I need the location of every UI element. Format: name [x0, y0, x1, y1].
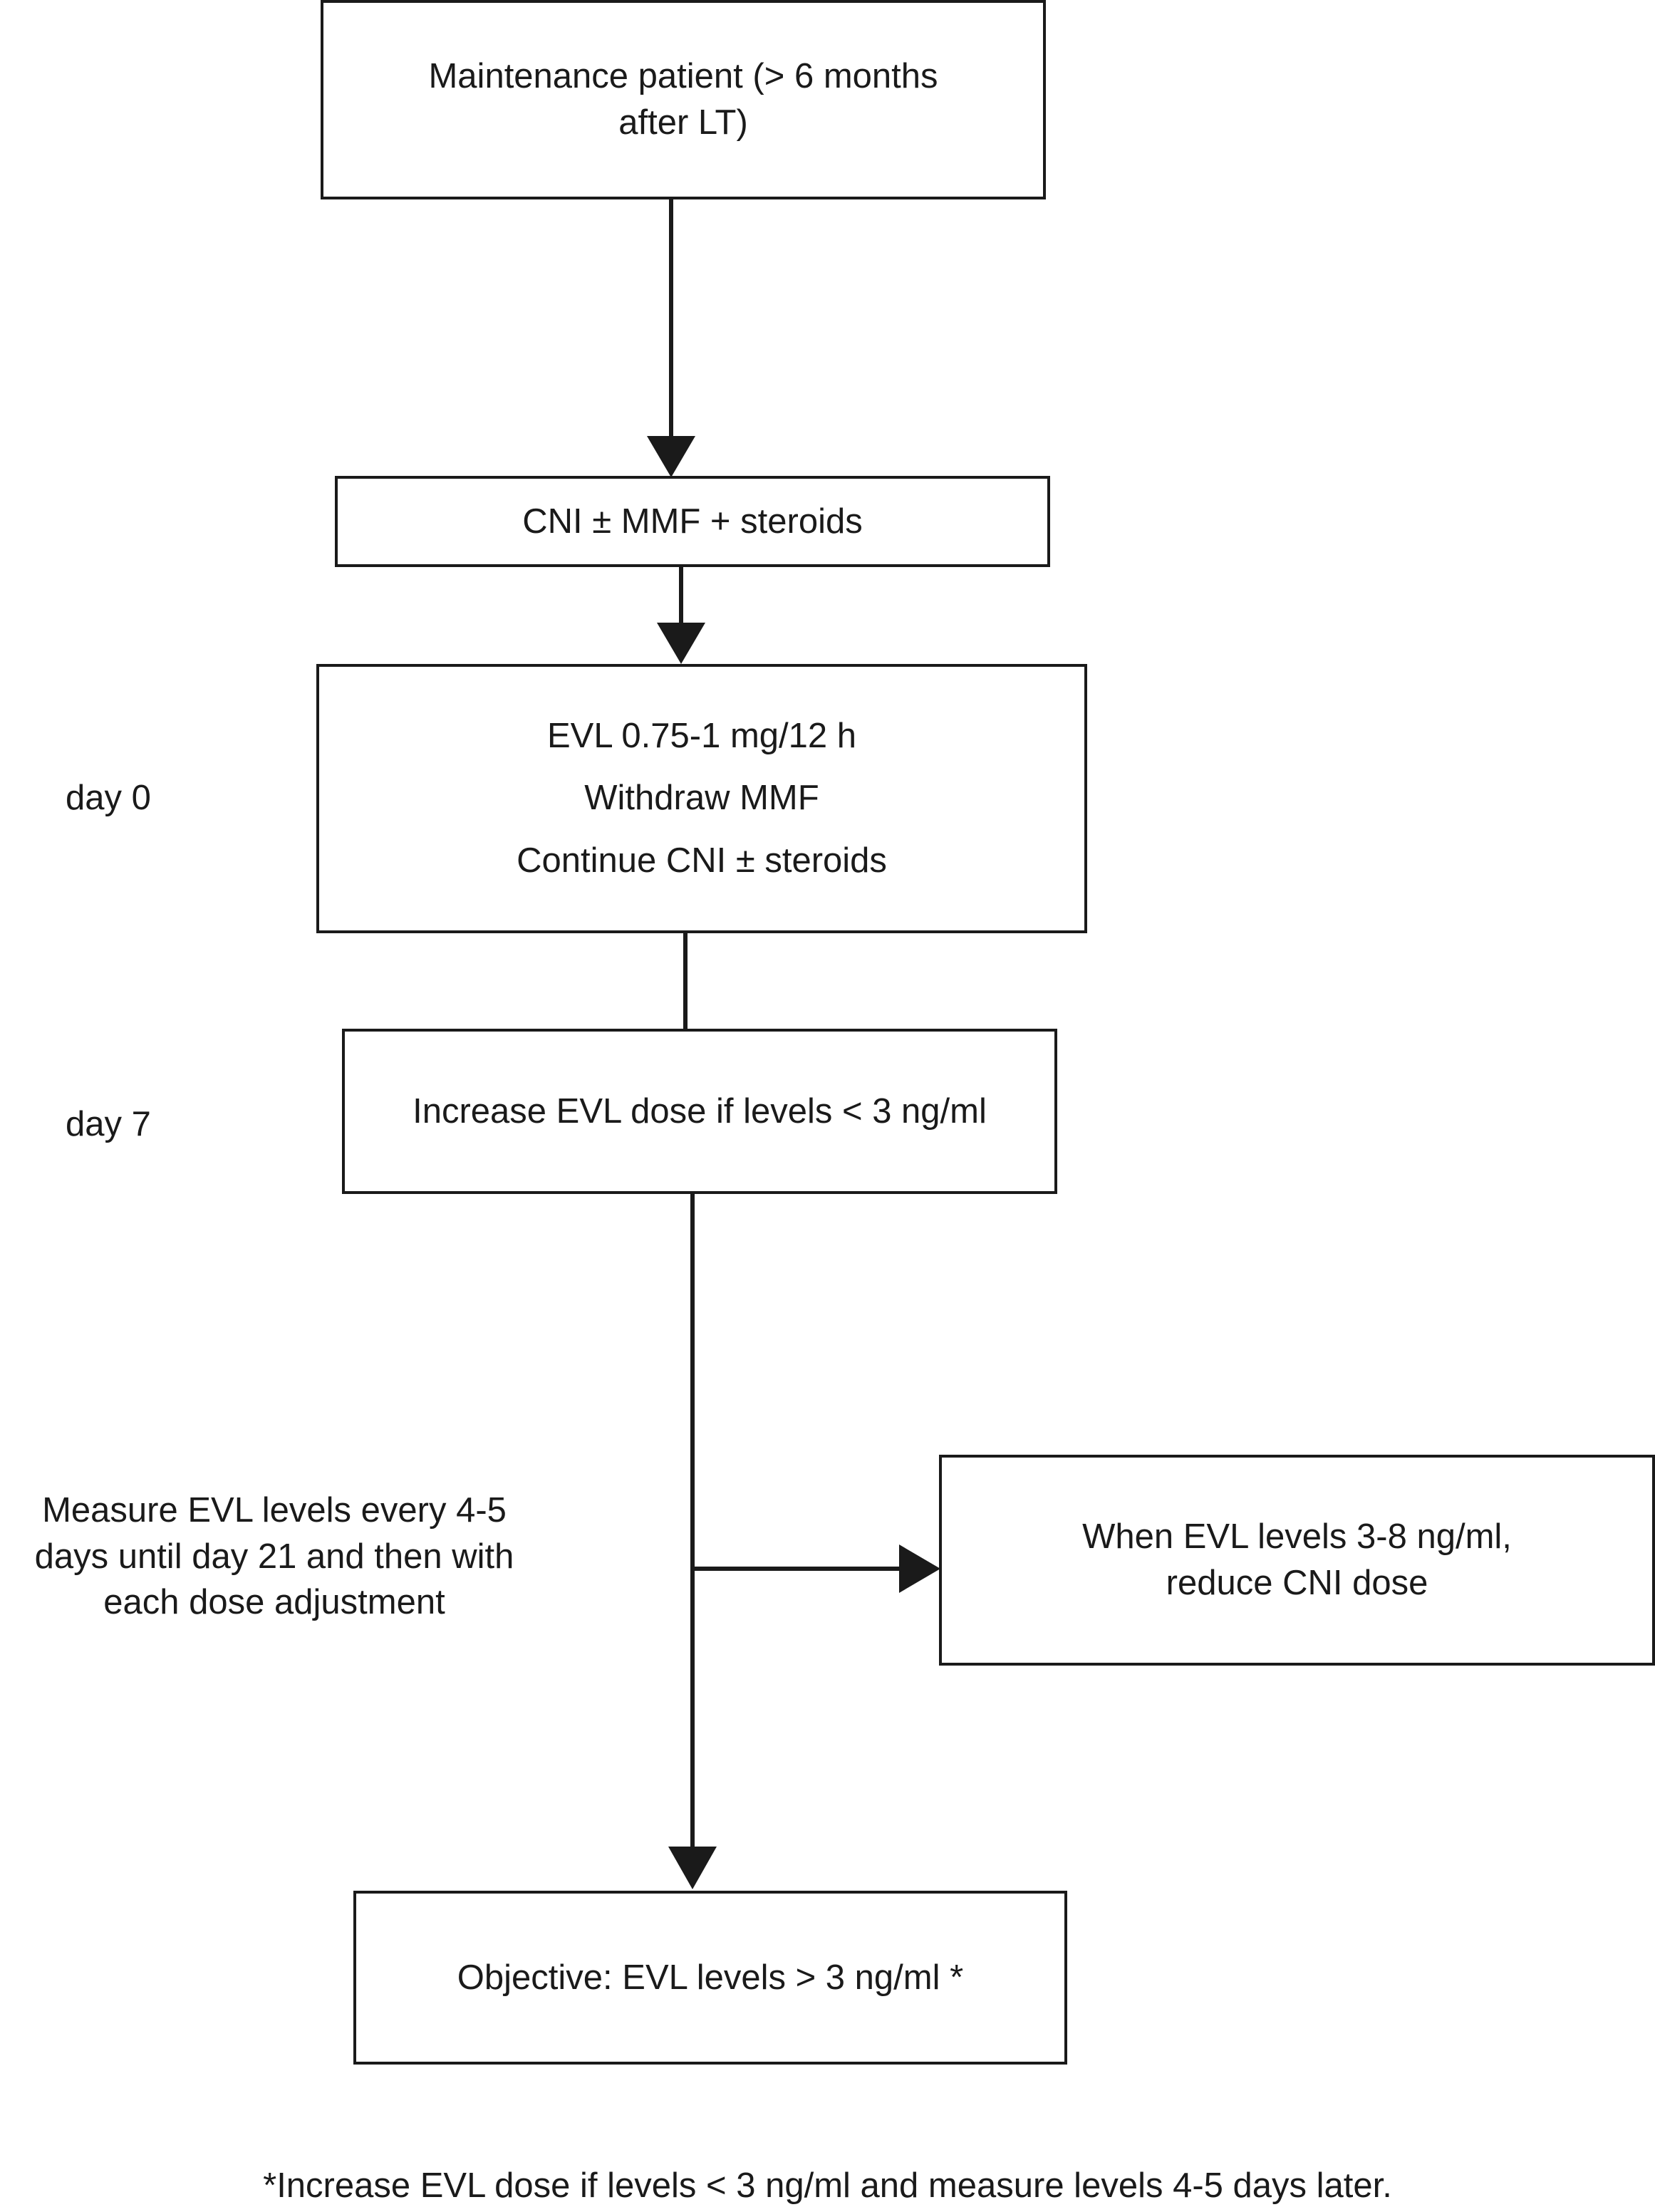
- arrowhead-to-reduce-cni: [899, 1544, 940, 1593]
- node-text-line: Objective: EVL levels > 3 ng/ml *: [457, 1958, 964, 1997]
- node-text-line: after LT): [618, 103, 748, 142]
- node-maintenance-patient: Maintenance patient (> 6 months after LT…: [321, 0, 1046, 199]
- arrowhead-to-objective: [668, 1847, 717, 1889]
- label-day-0: day 0: [66, 779, 151, 817]
- arrowhead-to-regimen: [647, 436, 695, 477]
- node-objective: Objective: EVL levels > 3 ng/ml *: [353, 1891, 1067, 2065]
- node-cni-mmf-steroids: CNI ± MMF + steroids: [335, 476, 1050, 567]
- label-day-7: day 7: [66, 1105, 151, 1143]
- label-measure-line: each dose adjustment: [103, 1583, 445, 1622]
- node-increase-evl: Increase EVL dose if levels < 3 ng/ml: [342, 1029, 1057, 1194]
- node-text-line: reduce CNI dose: [1166, 1564, 1428, 1602]
- arrowhead-to-day0-box: [657, 623, 705, 664]
- label-measure-line: days until day 21 and then with: [34, 1537, 514, 1576]
- node-text-line: Continue CNI ± steroids: [517, 841, 887, 880]
- label-measure-line: Measure EVL levels every 4-5: [42, 1491, 507, 1530]
- node-text-line: Maintenance patient (> 6 months: [428, 57, 938, 96]
- node-text-line: EVL 0.75-1 mg/12 h: [546, 717, 856, 756]
- footnote: *Increase EVL dose if levels < 3 ng/ml a…: [263, 2166, 1392, 2205]
- node-reduce-cni: When EVL levels 3-8 ng/ml, reduce CNI do…: [939, 1455, 1655, 1666]
- node-text-line: When EVL levels 3-8 ng/ml,: [1082, 1517, 1512, 1557]
- node-text-line: Withdraw MMF: [584, 779, 819, 818]
- node-text-line: Increase EVL dose if levels < 3 ng/ml: [413, 1091, 987, 1131]
- node-text-line: CNI ± MMF + steroids: [522, 502, 863, 541]
- node-evl-start: EVL 0.75-1 mg/12 h Withdraw MMF Continue…: [316, 664, 1087, 933]
- label-measure-evl: Measure EVL levels every 4-5 days until …: [0, 1487, 549, 1626]
